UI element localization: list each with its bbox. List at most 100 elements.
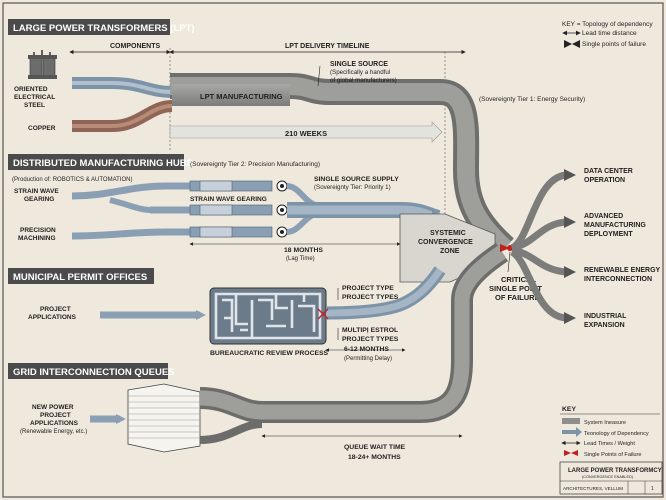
svg-text:SINGLE SOURCE SUPPLY: SINGLE SOURCE SUPPLY <box>314 176 399 183</box>
process-label: BUREAUCRATIC REVIEW PROCESS <box>210 350 329 357</box>
svg-text:DEPLOYMENT: DEPLOYMENT <box>584 231 633 238</box>
svg-text:(Sovereignty Tier: Priority 1): (Sovereignty Tier: Priority 1) <box>314 184 391 191</box>
tier1-label: (Sovereignty Tier 1: Energy Security) <box>479 96 585 103</box>
svg-text:PROJECT: PROJECT <box>40 306 71 313</box>
svg-text:GEARING: GEARING <box>24 196 54 203</box>
gearing-pipes <box>189 180 273 238</box>
giq-header: GRID INTERCONNECTION QUEUES <box>8 363 175 379</box>
svg-text:INDUSTRIAL: INDUSTRIAL <box>584 313 627 320</box>
svg-text:Lead time distance: Lead time distance <box>582 30 637 37</box>
gear-nodes <box>276 180 288 238</box>
output-data-center: DATA CENTER OPERATION <box>584 168 633 184</box>
project-type-labels: PROJECT TYPE PROJECT TYPES MULTIPḷ ESTRO… <box>342 285 399 343</box>
svg-text:STEEL: STEEL <box>24 102 45 109</box>
svg-text:PROJECT TYPES: PROJECT TYPES <box>342 294 399 301</box>
lpt-header: LARGE POWER TRANSFORMERS (LPT) <box>8 19 195 35</box>
output-advanced-manufacturing: ADVANCED MANUFACTURING DEPLOYMENT <box>584 213 646 238</box>
title-block: LARGE POWER TRANSFORMCY (CONVERGENCE ENA… <box>559 461 663 495</box>
svg-text:STRAIN WAVE: STRAIN WAVE <box>14 188 59 195</box>
gearing-middle-label: STRAIN WAVE GEARING <box>190 196 267 203</box>
components-label: COMPONENTS <box>110 43 161 50</box>
svg-text:PROJECT TYPE: PROJECT TYPE <box>342 285 394 292</box>
output-industrial: INDUSTRIAL EXPANSION <box>584 313 627 329</box>
svg-text:EXPANSION: EXPANSION <box>584 322 625 329</box>
top-key: KEY = Topology of dependency Lead time d… <box>562 21 653 48</box>
bureaucratic-maze <box>209 287 327 345</box>
svg-text:PRECISION: PRECISION <box>20 227 56 234</box>
svg-text:OPERATION: OPERATION <box>584 177 625 184</box>
tier2-label: (Sovereignty Tier 2: Precision Manufactu… <box>190 161 320 168</box>
precision-input-label: PRECISION MACHINING <box>18 227 56 242</box>
svg-text:PROJECT TYPES: PROJECT TYPES <box>342 336 399 343</box>
weeks-arrow <box>169 121 443 143</box>
svg-text:(Specifically a handful: (Specifically a handful <box>330 69 390 76</box>
svg-text:System Ineasure: System Ineasure <box>584 420 626 426</box>
svg-text:NEW POWER: NEW POWER <box>32 404 74 411</box>
svg-text:CRITICAL: CRITICAL <box>501 275 536 284</box>
giq-input-label: NEW POWER PROJECT APPLICATIONS (Renewabl… <box>20 404 87 435</box>
lpt-manufacturing-label: LPT MANUFACTURING <box>200 92 283 101</box>
svg-text:ARCHITECTURES, VELLUM: ARCHITECTURES, VELLUM <box>563 486 623 491</box>
svg-text:DISTRIBUTED MANUFACTURING HUBS: DISTRIBUTED MANUFACTURING HUBS <box>13 158 193 169</box>
maze-failure-mark <box>317 308 329 320</box>
timeline-label: LPT DELIVERY TIMELINE <box>285 43 370 50</box>
svg-text:MACHINING: MACHINING <box>18 235 56 242</box>
svg-text:KEY: KEY <box>562 406 576 413</box>
svg-text:ADVANCED: ADVANCED <box>584 213 623 220</box>
svg-text:GRID INTERCONNECTION QUEUES: GRID INTERCONNECTION QUEUES <box>13 367 175 378</box>
svg-text:CONVERGENCE: CONVERGENCE <box>418 239 473 246</box>
lpt-manufacturing-block <box>172 84 290 106</box>
svg-text:LARGE POWER TRANSFORMERS (LPT): LARGE POWER TRANSFORMERS (LPT) <box>13 23 195 34</box>
dmh-header: DISTRIBUTED MANUFACTURING HUBS <box>8 154 193 170</box>
weeks-label: 210 WEEKS <box>285 129 327 138</box>
mpo-delay: 6-12 MONTHS <box>344 346 389 353</box>
output-renewable: RENEWABLE ENERGY INTERCONNECTION <box>584 267 661 283</box>
project-input-label: PROJECT APPLICATIONS <box>28 306 77 321</box>
svg-text:(Renewable Energy, etc.): (Renewable Energy, etc.) <box>20 429 87 435</box>
svg-text:SINGLE POINT: SINGLE POINT <box>489 284 542 293</box>
mpo-header: MUNICIPAL PERMIT OFFICES <box>8 268 154 284</box>
svg-text:Single Points of Failure: Single Points of Failure <box>584 452 642 458</box>
svg-text:OF FAILURE: OF FAILURE <box>495 293 540 302</box>
steel-input-label: ORIENTED ELECTRICAL STEEL <box>14 86 55 109</box>
supply-label: SINGLE SOURCE SUPPLY (Sovereignty Tier: … <box>314 176 399 191</box>
svg-text:MUNICIPAL PERMIT OFFICES: MUNICIPAL PERMIT OFFICES <box>13 272 147 283</box>
mpo-delay-note: (Permitting Delay) <box>344 356 392 362</box>
transformer-icon <box>28 50 57 79</box>
svg-text:LARGE POWER TRANSFORMCY: LARGE POWER TRANSFORMCY <box>568 468 662 474</box>
copper-input-label: COPPER <box>28 125 56 132</box>
dmh-subtitle: (Production of: ROBOTICS & AUTOMATION) <box>12 177 132 183</box>
application-stack <box>127 383 201 453</box>
svg-text:Single points of failure: Single points of failure <box>582 41 646 48</box>
svg-text:PROJECT: PROJECT <box>40 412 71 419</box>
svg-text:SYSTEMIC: SYSTEMIC <box>430 230 466 237</box>
strain-wave-input-label: STRAIN WAVE GEARING <box>14 188 59 203</box>
dmh-lead-note: (Lag Time) <box>286 256 315 262</box>
giq-wait: QUEUE WAIT TIME <box>344 444 406 451</box>
precision-input-flow <box>71 228 190 240</box>
output-branches <box>509 169 576 324</box>
failure-label: CRITICAL SINGLE POINT OF FAILURE <box>489 275 542 302</box>
svg-text:Teonology of Dependency: Teonology of Dependency <box>584 431 649 437</box>
svg-text:APPLICATIONS: APPLICATIONS <box>30 420 79 427</box>
legend: KEY System Ineasure Teonology of Depende… <box>560 406 660 458</box>
svg-text:APPLICATIONS: APPLICATIONS <box>28 314 77 321</box>
svg-text:ORIENTED: ORIENTED <box>14 86 48 93</box>
svg-text:1: 1 <box>651 486 654 492</box>
svg-text:(CONVERGENCE ENABLED): (CONVERGENCE ENABLED) <box>582 475 634 479</box>
svg-text:RENEWABLE ENERGY: RENEWABLE ENERGY <box>584 267 661 274</box>
svg-text:of global manufacturers): of global manufacturers) <box>330 77 397 84</box>
dmh-lead-time: 18 MONTHS <box>284 247 323 254</box>
giq-wait-range: 18-24+ MONTHS <box>348 454 401 461</box>
svg-text:MULTIPḷ ESTROL: MULTIPḷ ESTROL <box>342 327 398 334</box>
strain-input-flow <box>71 182 190 200</box>
svg-text:ZONE: ZONE <box>440 248 460 255</box>
svg-text:DATA CENTER: DATA CENTER <box>584 168 633 175</box>
svg-text:KEY = Topology of dependency: KEY = Topology of dependency <box>562 21 653 28</box>
svg-text:INTERCONNECTION: INTERCONNECTION <box>584 276 652 283</box>
svg-text:SINGLE SOURCE: SINGLE SOURCE <box>330 61 388 68</box>
svg-text:Lead Times / Weight: Lead Times / Weight <box>584 441 635 447</box>
